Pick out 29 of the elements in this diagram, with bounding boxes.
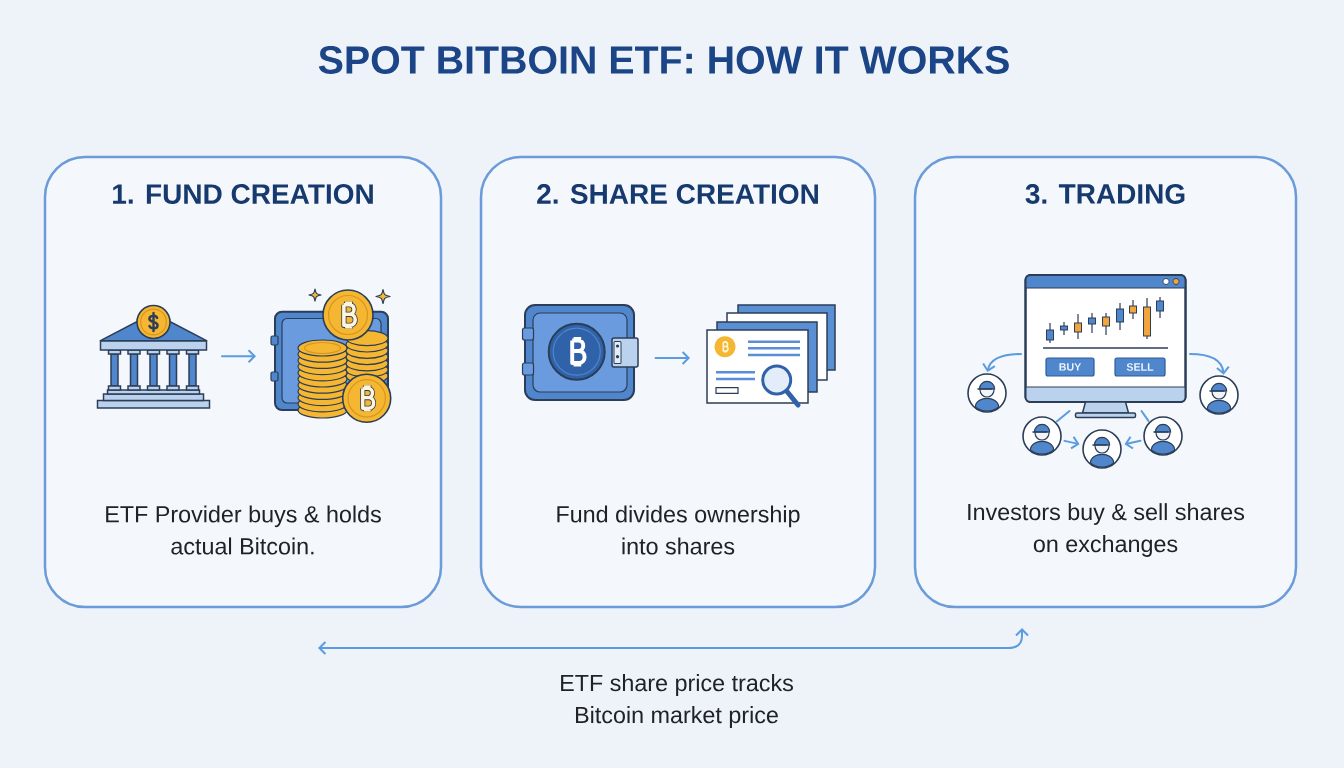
title: SPOT BITBOIN ETF: HOW IT WORKS bbox=[318, 46, 1009, 74]
screen-button: SELL bbox=[1114, 357, 1166, 377]
document-stack-icon bbox=[706, 304, 836, 408]
arrow bbox=[221, 349, 256, 364]
bank-icon bbox=[96, 304, 211, 409]
edge-label: ETF share price tracks Bitcoin market price bbox=[561, 674, 793, 728]
panel-text: Investors buy & sell shares on exchanges bbox=[968, 503, 1245, 557]
panel-heading: 1. FUND CREATION bbox=[113, 184, 373, 204]
person-icon bbox=[1022, 416, 1062, 456]
arrow bbox=[1063, 435, 1080, 450]
panel-heading: 2. SHARE CREATION bbox=[537, 184, 818, 204]
person-icon bbox=[1082, 429, 1122, 469]
connector-line bbox=[1056, 410, 1071, 423]
arrow bbox=[654, 351, 690, 365]
arrow bbox=[318, 628, 1029, 655]
person-icon bbox=[1143, 416, 1183, 456]
person-icon bbox=[1199, 375, 1239, 415]
arrow bbox=[1189, 353, 1230, 375]
panel-text: Fund divides ownership into shares bbox=[557, 505, 800, 555]
person-icon bbox=[967, 373, 1007, 413]
arrow bbox=[982, 353, 1022, 373]
monitor-icon bbox=[1024, 274, 1187, 419]
panel-heading: 3. TRADING bbox=[1025, 184, 1185, 204]
coin-vault-icon bbox=[270, 288, 392, 424]
screen-button: BUY bbox=[1045, 357, 1095, 377]
connector-line bbox=[1140, 410, 1150, 422]
safe-icon bbox=[521, 304, 639, 401]
arrow bbox=[1124, 435, 1142, 450]
panel-text: ETF Provider buys & holds actual Bitcoin. bbox=[106, 505, 381, 555]
